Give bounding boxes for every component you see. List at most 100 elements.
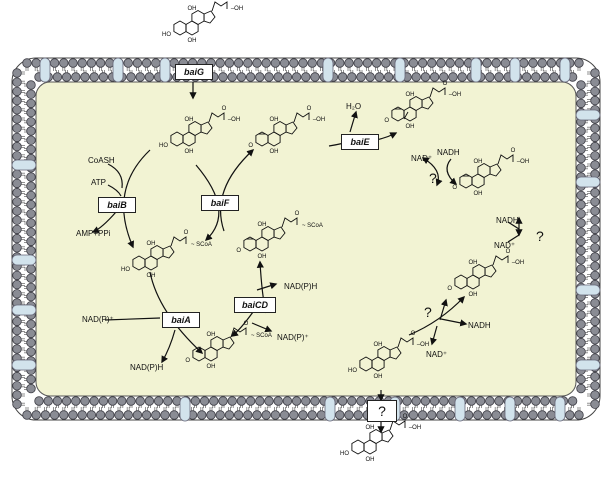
lipid-head	[227, 396, 237, 406]
unknown-step-3: ?	[424, 304, 432, 320]
lipid-head	[80, 396, 90, 406]
lipid-head	[347, 396, 357, 406]
lipid-head	[316, 410, 327, 420]
lipid-head	[590, 261, 600, 271]
lipid-head	[590, 224, 600, 235]
lipid-head	[12, 335, 22, 345]
molecule-label: OH	[474, 191, 483, 197]
lipid-head	[337, 72, 348, 82]
cofactor-nadh-1: NADH	[437, 148, 460, 157]
lipid-head	[215, 58, 225, 68]
lipid-head	[126, 72, 136, 82]
lipid-head	[12, 68, 22, 78]
lipid-head	[117, 396, 127, 406]
membrane-protein	[11, 254, 37, 266]
molecule-label: –OH	[512, 260, 524, 266]
lipid-head	[482, 58, 492, 68]
lipid-head	[255, 396, 265, 406]
gene-baiA: baiA	[162, 312, 200, 328]
reaction-arrow	[440, 318, 468, 327]
lipid-head	[590, 316, 600, 327]
lipid-head	[12, 289, 22, 299]
reaction-arrow	[439, 298, 448, 321]
lipid-head	[298, 410, 308, 420]
molecule-label: OH	[185, 149, 194, 155]
lipid-head	[353, 58, 363, 68]
lipid-head	[448, 72, 458, 82]
membrane-protein	[504, 396, 516, 422]
lipid-head	[411, 72, 421, 82]
molecule-label: OH	[366, 425, 375, 431]
lipid-head	[26, 172, 36, 182]
lipid-head	[233, 410, 244, 420]
reaction-arrow	[123, 149, 151, 249]
lipid-head	[590, 307, 600, 317]
lipid-head	[273, 396, 283, 406]
unknown-step-1: ?	[429, 170, 437, 186]
lipid-head	[12, 132, 22, 143]
lipid-head	[12, 270, 22, 281]
lipid-head	[12, 169, 22, 179]
lipid-head	[199, 396, 210, 406]
molecule-label: O	[411, 331, 416, 337]
lipid-head	[335, 410, 345, 420]
cofactor-nad-plus-1: NAD⁺	[411, 154, 433, 163]
lipid-head	[132, 410, 143, 420]
molecule-label: OH	[207, 364, 216, 370]
lipid-head	[26, 282, 36, 293]
membrane-protein	[575, 284, 601, 296]
cofactor-h2o: H₂O	[346, 102, 362, 111]
lipid-head	[12, 86, 22, 97]
lipid-head	[590, 252, 600, 262]
lipid-head	[590, 325, 600, 336]
steroid-molecules: O–OHOHOHHOO–OHOHOHHOO–OHOHOHOO–OHOHOHOO–…	[121, 0, 529, 463]
cofactor-nadph-baiCD: NAD(P)H	[284, 282, 318, 291]
lipid-head	[335, 58, 345, 68]
lipid-head	[576, 301, 586, 311]
lipid-head	[12, 224, 22, 235]
lipid-head	[301, 396, 311, 406]
lipid-head	[22, 58, 32, 68]
lipid-head	[408, 58, 419, 68]
lipid-head	[98, 72, 109, 82]
lipid-head	[374, 72, 385, 82]
lipid-head	[77, 410, 87, 420]
lipid-head	[218, 396, 228, 406]
lipid-head	[590, 270, 600, 281]
reaction-arrow	[430, 325, 438, 346]
lipid-head	[519, 410, 529, 420]
lipid-head	[590, 187, 600, 198]
reaction-arrow	[91, 211, 117, 233]
lipid-head	[61, 72, 72, 82]
lipid-head	[590, 197, 600, 207]
molecule-label: HO	[159, 143, 168, 149]
lipid-head	[429, 396, 440, 406]
lipid-head	[95, 410, 106, 420]
lipid-head	[590, 123, 600, 133]
lipid-head	[576, 135, 586, 145]
molecule-label: O	[506, 249, 511, 255]
lipid-head	[485, 72, 495, 82]
lipid-head	[236, 72, 247, 82]
lipid-head	[590, 215, 600, 225]
gene-baiF: baiF	[201, 195, 239, 211]
molecule-label: –OH	[231, 6, 243, 12]
membrane-protein	[11, 304, 37, 316]
lipid-head	[576, 236, 586, 247]
lipid-head	[408, 410, 419, 420]
lipid-head	[301, 72, 311, 82]
lipid-head	[590, 141, 600, 152]
cofactor-nadp-plus-baiCD: NAD(P)⁺	[277, 333, 309, 342]
lipid-head	[190, 396, 201, 406]
lipid-head	[574, 58, 584, 68]
molecule-label: HO	[121, 267, 130, 273]
lipid-head	[12, 105, 22, 115]
lipid-head	[344, 58, 354, 68]
lipid-head	[576, 80, 586, 90]
lipid-head	[590, 233, 600, 244]
lipid-head	[77, 58, 87, 68]
